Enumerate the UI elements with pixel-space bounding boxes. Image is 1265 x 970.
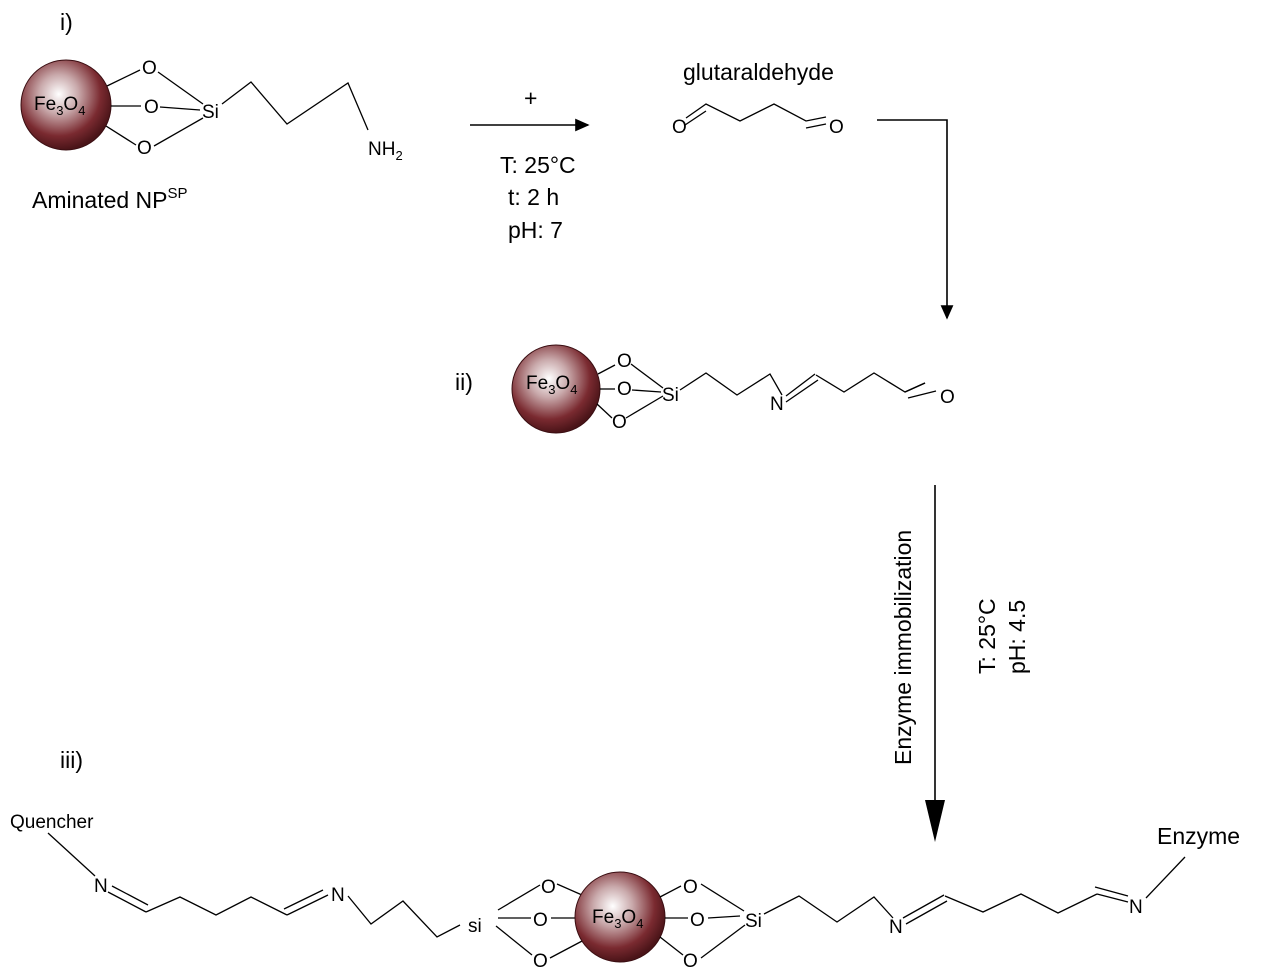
condition-temp: T: 25°C [974,598,1000,674]
oxygen-atom: O [144,97,159,118]
svg-text:N: N [331,885,345,906]
oxygen-atom: O [137,138,152,159]
reaction-arrow-2 [877,119,954,320]
svg-text:O: O [683,951,698,970]
aminated-np-label: Aminated NPSP [32,185,188,213]
step-label-ii: ii) [455,369,473,395]
svg-text:O: O [533,951,548,970]
svg-text:O: O [612,412,627,433]
glutaraldehyde-label: glutaraldehyde [683,59,834,85]
fe3o4-formula: Fe3O4 [34,94,85,118]
condition-ph: pH: 7 [508,217,563,243]
fe3o4-sphere [20,59,112,151]
fe3o4-formula: Fe3O4 [526,373,577,397]
fe3o4-sphere [574,871,666,963]
enzyme-label: Enzyme [1157,823,1240,849]
enzyme-immobilization-label: Enzyme immobilization [890,530,916,765]
svg-text:O: O [672,117,687,138]
condition-time: t: 2 h [508,184,559,210]
glutaraldehyde-structure: O O [672,103,844,138]
arrowhead [925,800,945,842]
svg-text:O: O [541,877,556,898]
svg-text:O: O [533,910,548,931]
aminated-nanoparticle: Fe3O4 O O O Si NH2 [20,58,403,163]
quencher-label: Quencher [10,812,94,833]
svg-text:N: N [1129,897,1143,918]
final-conjugate: Quencher N N si O O O Fe3O4 O O O Si [10,812,1240,970]
activated-nanoparticle: Fe3O4 O O O Si N O [511,344,955,434]
svg-text:N: N [94,876,108,897]
silicon-atom: Si [662,385,679,406]
svg-text:O: O [617,351,632,372]
svg-text:O: O [617,379,632,400]
step-label-iii: iii) [60,747,83,773]
svg-text:O: O [829,117,844,138]
condition-temp: T: 25°C [500,152,576,178]
silicon-atom: Si [745,911,762,932]
svg-text:O: O [683,877,698,898]
step-label-i: i) [60,9,73,35]
silicon-atom: Si [202,102,219,123]
fe3o4-formula: Fe3O4 [592,907,643,931]
svg-text:N: N [889,917,903,938]
svg-text:O: O [940,387,955,408]
plus-sign: + [524,85,537,111]
imine-nitrogen: N [770,394,784,415]
silicon-atom: si [468,916,482,937]
amine-group: NH2 [368,139,403,163]
conditions-1: T: 25°C t: 2 h pH: 7 [500,152,576,243]
conditions-2: T: 25°C pH: 4.5 [974,598,1030,674]
condition-ph: pH: 4.5 [1004,600,1030,674]
svg-text:O: O [690,910,705,931]
oxygen-atom: O [142,58,157,79]
